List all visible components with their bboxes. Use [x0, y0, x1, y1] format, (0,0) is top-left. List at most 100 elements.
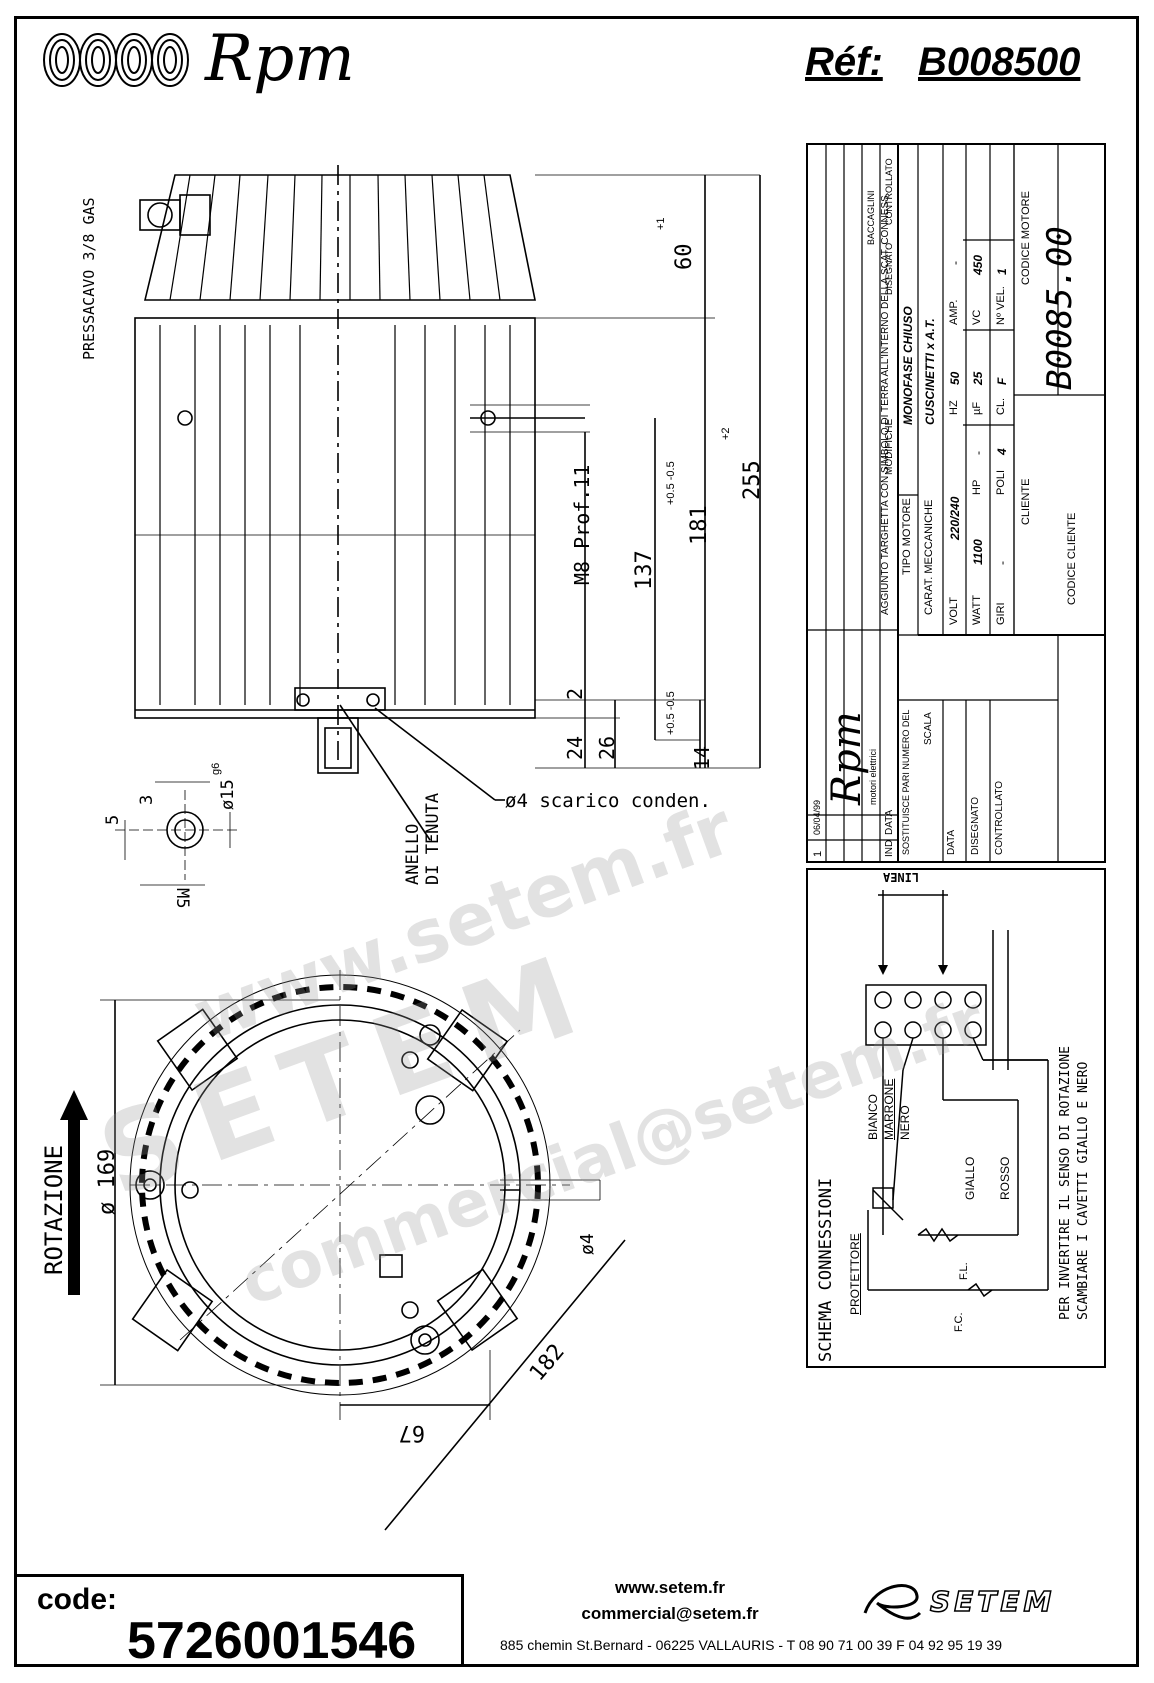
- nvel-label: Nº VEL.: [995, 286, 1007, 325]
- rosso-label: ROSSO: [998, 1156, 1012, 1200]
- dim-2-label: 2: [563, 687, 587, 700]
- rotation-arrow: [60, 1090, 88, 1295]
- cable-gland-label: PRESSACAVO 3/8 GAS: [80, 197, 98, 360]
- dim-24-label: 24: [563, 735, 587, 760]
- dim-14-tol: +0.5 -0.5: [665, 691, 677, 735]
- giri-label: GIRI: [995, 602, 1007, 625]
- address-line: 885 chemin St.Bernard - 06225 VALLAURIS …: [500, 1637, 1002, 1653]
- sostituisce-label: SOSTITUISCE PARI NUMERO DEL: [901, 709, 911, 855]
- watt-value: 1100: [971, 539, 985, 565]
- schema-note-line1: PER INVERTIRE IL SENSO DI ROTAZIONE: [1058, 1046, 1073, 1320]
- wiring-diagram: [865, 890, 1049, 1298]
- reference-label: Réf:: [805, 40, 883, 84]
- dim-67-label: 67: [398, 1420, 426, 1445]
- watt-label: WATT: [971, 595, 983, 625]
- nero-label: NERO: [898, 1105, 912, 1140]
- codice-cliente-label: CODICE CLIENTE: [1066, 512, 1078, 605]
- dim-60-tol-upper: +1: [655, 217, 667, 230]
- seal-label-line1: ANELLO: [403, 823, 423, 885]
- setem-swirl-icon: [863, 1584, 922, 1620]
- giri-value: -: [995, 561, 1009, 565]
- uf-label: µF: [971, 401, 983, 415]
- poli-label: POLI: [995, 469, 1007, 495]
- codice-motore-label: CODICE MOTORE: [1020, 191, 1032, 285]
- code-value: 5726001546: [127, 1612, 417, 1670]
- codice-motore-value: B0085.00: [1040, 226, 1080, 390]
- vc-label: VC: [971, 309, 983, 325]
- vc-value: 450: [971, 254, 985, 275]
- scala-label: SCALA: [923, 712, 934, 745]
- shaft-dim-m5: M5: [172, 888, 192, 909]
- website-link[interactable]: www.setem.fr: [615, 1578, 725, 1597]
- hz-label: HZ: [948, 400, 960, 415]
- drawing-frame: [14, 16, 1139, 1667]
- amp-value: -: [948, 261, 962, 265]
- rev-index: 1: [812, 850, 824, 857]
- setem-brand-logo: SETEM: [929, 1584, 1056, 1619]
- dim-181-label: 181: [687, 505, 712, 545]
- rev-by: BACCAGLINI: [866, 190, 876, 245]
- thread-label: M8 Prof.11: [570, 464, 594, 585]
- dim-255-label: 255: [740, 460, 765, 500]
- code-box: code: 5726001546: [14, 1574, 464, 1670]
- col-ind: IND: [884, 839, 895, 857]
- disegnato-label: DISEGNATO: [970, 797, 981, 855]
- connection-schema: LINEA SCHEMA CONNESSIONI PROTETTORE BIAN…: [806, 868, 1106, 1368]
- fl-label: F.L.: [958, 1262, 970, 1280]
- col-modifiche: MODIFICHE: [884, 418, 895, 475]
- col-controllato: CONTROLLATO: [884, 158, 894, 225]
- data-label: DATA: [946, 829, 957, 855]
- tipo-motore-value: MONOFASE CHIUSO: [901, 306, 915, 425]
- col-data: DATA: [884, 809, 895, 835]
- nvel-value: 1: [995, 268, 1009, 275]
- drain-hole-label: ø4 scarico conden.: [505, 790, 711, 812]
- dim-181-tol: +0.5 -0.5: [665, 461, 677, 505]
- volt-label: VOLT: [948, 597, 960, 625]
- bianco-label: BIANCO: [866, 1093, 880, 1140]
- email-link[interactable]: commercial@setem.fr: [581, 1604, 759, 1623]
- fc-label: F.C.: [953, 1312, 965, 1332]
- shaft-dim-5: 5: [103, 814, 123, 825]
- poli-value: 4: [995, 448, 1009, 455]
- carat-value: CUSCINETTI x A.T.: [923, 318, 937, 425]
- code-label: code:: [37, 1583, 118, 1616]
- uf-value: 25: [971, 371, 985, 385]
- marrone-label: MARRONE: [882, 1078, 896, 1140]
- amp-label: AMP.: [948, 299, 960, 325]
- rev-date: 06/04/99: [812, 799, 822, 835]
- cl-label: CL.: [995, 397, 1007, 415]
- dim-14-label: 14: [690, 745, 714, 770]
- volt-value: 220/240: [948, 496, 962, 540]
- title-block: AGGIUNTO TARGHETTA CON SIMBOLO DI TERRA …: [806, 143, 1106, 863]
- cl-value: F: [995, 377, 1009, 385]
- rpm-coil-logo: [43, 33, 189, 87]
- brand-logo-text: Rpm: [205, 22, 355, 96]
- diameter-169-label: ø 169: [95, 1148, 120, 1215]
- hp-value: -: [971, 451, 985, 455]
- protettore-label: PROTETTORE: [848, 1233, 862, 1315]
- shaft-dim-15: ø15: [218, 779, 238, 810]
- cliente-label: CLIENTE: [1020, 478, 1032, 525]
- dim-137-label: 137: [632, 550, 657, 590]
- giallo-label: GIALLO: [963, 1156, 977, 1200]
- rotation-label: ROTAZIONE: [40, 1144, 68, 1275]
- tb-logo-text: Rpm: [824, 711, 870, 805]
- dim-255-tol-upper: +2: [720, 427, 732, 440]
- hp-label: HP: [971, 479, 983, 495]
- controllato-label: CONTROLLATO: [994, 780, 1005, 855]
- contact-block: www.setem.fr commercial@setem.fr: [555, 1575, 785, 1627]
- shaft-tol-g6: g6: [210, 762, 222, 775]
- diameter-4-label: ø4: [577, 1233, 598, 1255]
- tipo-motore-label: TIPO MOTORE: [901, 498, 913, 575]
- seal-label-line2: DI TENUTA: [423, 792, 443, 885]
- col-disegnato: DISEGNATO: [884, 242, 894, 295]
- dim-26-label: 26: [595, 735, 619, 760]
- carat-label: CARAT. MECCANICHE: [923, 499, 935, 615]
- hz-value: 50: [948, 371, 962, 385]
- schema-note-line2: SCAMBIARE I CAVETTI GIALLO E NERO: [1076, 1061, 1091, 1320]
- reference-value: B008500: [918, 40, 1081, 84]
- dim-60-label: 60: [672, 243, 697, 271]
- linea-label: LINEA: [883, 870, 920, 884]
- tb-logo-sub: motori elettrici: [868, 748, 878, 805]
